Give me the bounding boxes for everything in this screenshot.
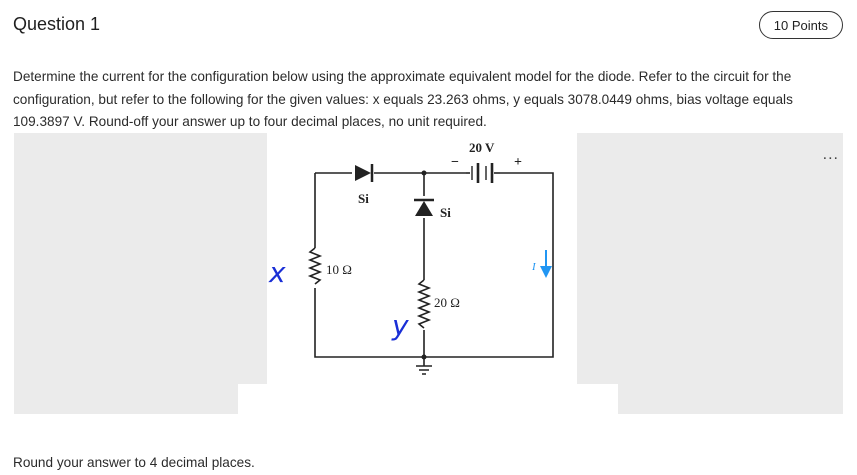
points-badge: 10 Points (758, 11, 843, 39)
question-prompt: Determine the current for the configurat… (13, 69, 793, 129)
round-instruction: Round your answer to 4 decimal places. (13, 455, 255, 470)
question-title: Question 1 (13, 14, 101, 34)
image-bottom-strip (238, 384, 618, 414)
more-options-icon[interactable]: ... (822, 146, 839, 163)
circuit-image-area (267, 133, 577, 414)
